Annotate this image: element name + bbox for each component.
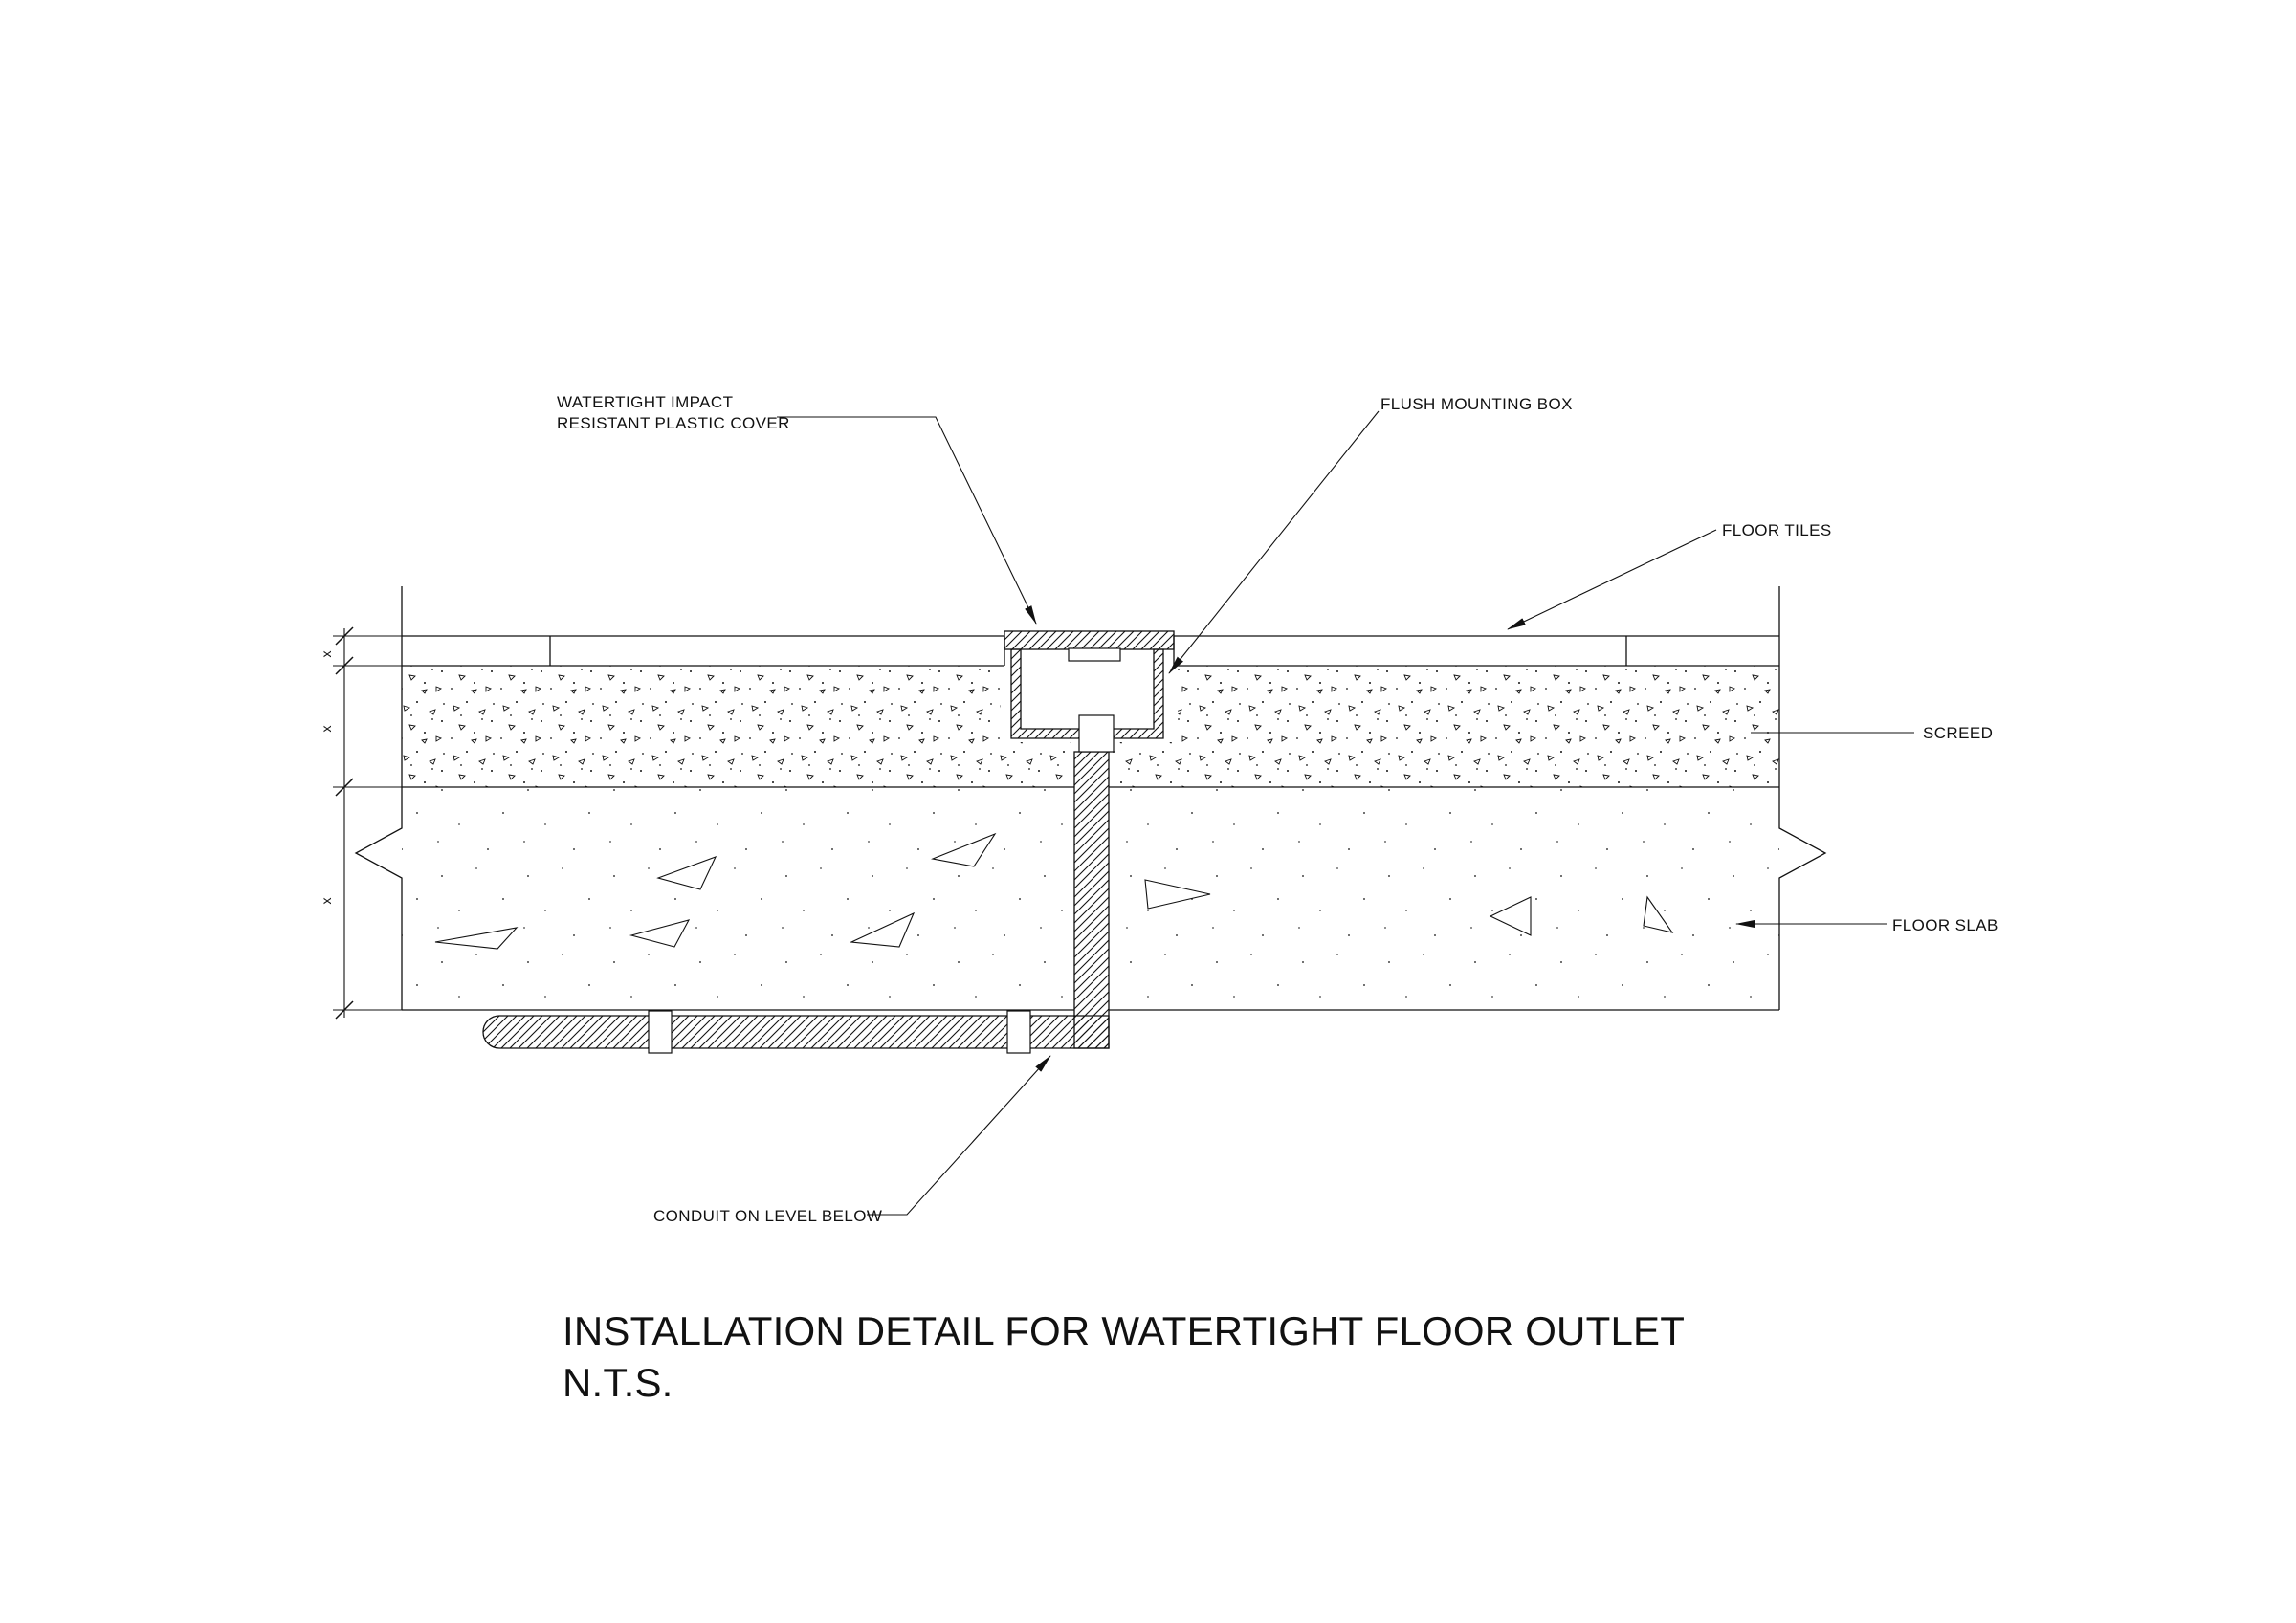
callout-floor-slab: FLOOR SLAB (1892, 916, 1998, 934)
mounting-box (1004, 630, 1175, 753)
leader-lines (777, 410, 1914, 1216)
leader-cover (777, 416, 1037, 625)
aggregate-stones (434, 832, 1674, 950)
conduit-coupling (1006, 1010, 1031, 1054)
dimension-marks (333, 626, 402, 1020)
vertical-conduit (1073, 751, 1110, 1049)
layer-lines (402, 786, 1779, 1011)
callout-screed: SCREED (1923, 724, 1994, 742)
dim-slab: x (319, 898, 334, 905)
callout-cover-line2: RESISTANT PLASTIC COVER (557, 414, 790, 433)
cover-socket (1068, 647, 1121, 662)
callout-flush-mounting-box: FLUSH MOUNTING BOX (1380, 395, 1573, 413)
drawing-scale-note: N.T.S. (563, 1360, 673, 1405)
callout-conduit: CONDUIT ON LEVEL BELOW (653, 1207, 883, 1225)
dim-tiles: x (319, 651, 334, 658)
box-conduit-entry (1078, 714, 1115, 753)
callout-cover: WATERTIGHT IMPACT RESISTANT PLASTIC COVE… (557, 392, 790, 435)
leader-conduit (867, 1055, 1051, 1216)
horizontal-conduit (482, 1010, 1110, 1054)
break-line-left (354, 586, 403, 1010)
break-line-right (1778, 586, 1827, 1010)
dimension-text: x x x (319, 651, 334, 905)
callout-floor-tiles: FLOOR TILES (1722, 521, 1832, 539)
leader-floor-tiles (1507, 529, 1717, 630)
conduit-coupling (648, 1010, 673, 1054)
callout-cover-line1: WATERTIGHT IMPACT (557, 393, 734, 411)
floor-tiles-layer (402, 635, 1779, 667)
drawing-title: INSTALLATION DETAIL FOR WATERTIGHT FLOOR… (563, 1308, 1686, 1353)
leader-flush-box (1168, 410, 1380, 674)
dim-screed: x (319, 726, 334, 733)
watertight-cover (1004, 630, 1175, 650)
